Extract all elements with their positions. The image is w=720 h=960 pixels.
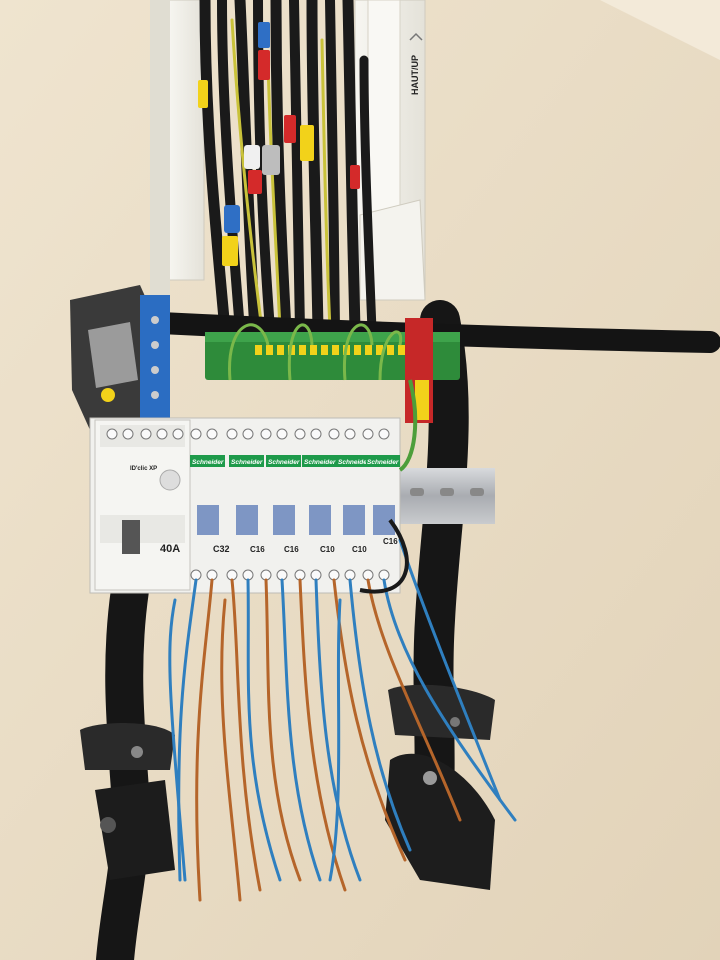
breaker-4-rating: C10 xyxy=(320,545,335,554)
breaker-1-rating: C32 xyxy=(213,544,230,554)
breaker-6-rating: C16 xyxy=(383,537,398,546)
breaker-5-brand: Schneider xyxy=(338,459,370,466)
ceiling-corner xyxy=(600,0,720,60)
breaker-4: Schneider C10 xyxy=(302,455,337,554)
rcd-model: ID'clic XP xyxy=(130,466,157,472)
breaker-5-rating: C10 xyxy=(352,545,367,554)
breaker-3-brand: Schneider xyxy=(268,459,300,466)
breaker-3-rating: C16 xyxy=(284,545,299,554)
breaker-6-brand: Schneider xyxy=(367,459,399,466)
outgoing-cable-right xyxy=(385,300,495,890)
breaker-row: ID'clic XP 40A Schneider C32 Schneider C… xyxy=(89,417,401,594)
breaker-6: Schneider C16 xyxy=(366,455,400,546)
outgoing-cable-left xyxy=(80,571,175,960)
rcd-rating: 40A xyxy=(160,543,180,555)
cable-trunking: HAUT/UP xyxy=(150,0,426,301)
breaker-5: Schneider C10 xyxy=(336,455,371,554)
outgoing-wires xyxy=(168,538,517,902)
breaker-2-rating: C16 xyxy=(250,545,265,554)
breaker-3: Schneider C16 xyxy=(266,455,301,554)
breaker-4-brand: Schneider xyxy=(304,459,336,466)
breaker-1-brand: Schneider xyxy=(192,459,224,466)
earth-loop-wire xyxy=(359,518,409,594)
earth-terminal-bar xyxy=(205,318,460,423)
breaker-2-brand: Schneider xyxy=(231,459,263,466)
rcd-device: ID'clic XP 40A xyxy=(94,419,191,591)
conduit-label: HAUT/UP xyxy=(410,55,420,95)
wire-markers xyxy=(198,22,360,266)
breaker-2: Schneider C16 xyxy=(229,455,265,554)
mounting-bracket xyxy=(70,285,170,430)
breaker-1: Schneider C32 xyxy=(190,455,230,554)
